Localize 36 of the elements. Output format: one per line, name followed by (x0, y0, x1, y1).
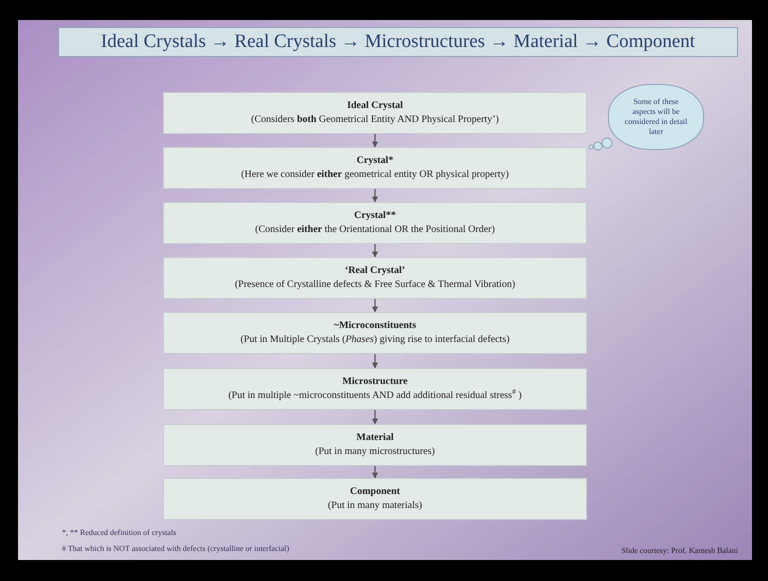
process-box (163, 424, 587, 466)
box-heading: Crystal* (356, 155, 394, 167)
box-heading: Component (350, 486, 400, 498)
process-box (163, 478, 587, 520)
box-heading: Ideal Crystal (347, 100, 403, 112)
box-description: (Here we consider either geometrical entity OR physical property) (241, 169, 509, 181)
arrow (372, 134, 378, 148)
process-box (163, 202, 587, 244)
box-description: (Presence of Crystalline defects & Free Surface & Thermal Vibration) (234, 279, 516, 291)
box-description: (Considers both Geometrical Entity AND Physical Property’) (251, 114, 499, 126)
box-description: (Consider either the Orientational OR the Positional Order) (255, 224, 495, 236)
arrow (372, 410, 378, 425)
arrow (372, 299, 378, 313)
arrow (372, 189, 378, 203)
arrow (372, 466, 378, 479)
box-heading: Microstructure (342, 376, 408, 388)
footnote: *, ** Reduced definition of crystals (62, 527, 176, 539)
box-description: (Put in many microstructures) (315, 446, 435, 458)
slide-credit: Slide courtesy: Prof. Kamesh Balani (621, 545, 738, 557)
footnote: # That which is NOT associated with defects (crystalline or interfacial) (62, 543, 290, 555)
box-description: (Put in Multiple Crystals (Phases) giving rise to interfacial defects) (240, 334, 510, 346)
process-box (163, 92, 587, 134)
process-box (163, 368, 587, 410)
box-heading: ~Microconstituents (334, 320, 416, 332)
box-heading: Crystal** (354, 210, 396, 222)
process-box (163, 312, 587, 354)
title-bar: Ideal Crystals → Real Crystals → Microstructures → Material → Component (58, 27, 738, 57)
box-description: (Put in multiple ~microconstituents AND add additional residual stress$^{#}$ ) (228, 390, 522, 402)
box-heading: ‘Real Crystal’ (344, 265, 406, 277)
box-description: (Put in many materials) (328, 500, 422, 512)
process-box (163, 147, 587, 189)
arrow (372, 244, 378, 258)
cloud-note: Some of these aspects will be considered in detail later (624, 97, 688, 137)
arrow (372, 354, 378, 369)
process-box (163, 257, 587, 299)
box-heading: Material (356, 432, 394, 444)
